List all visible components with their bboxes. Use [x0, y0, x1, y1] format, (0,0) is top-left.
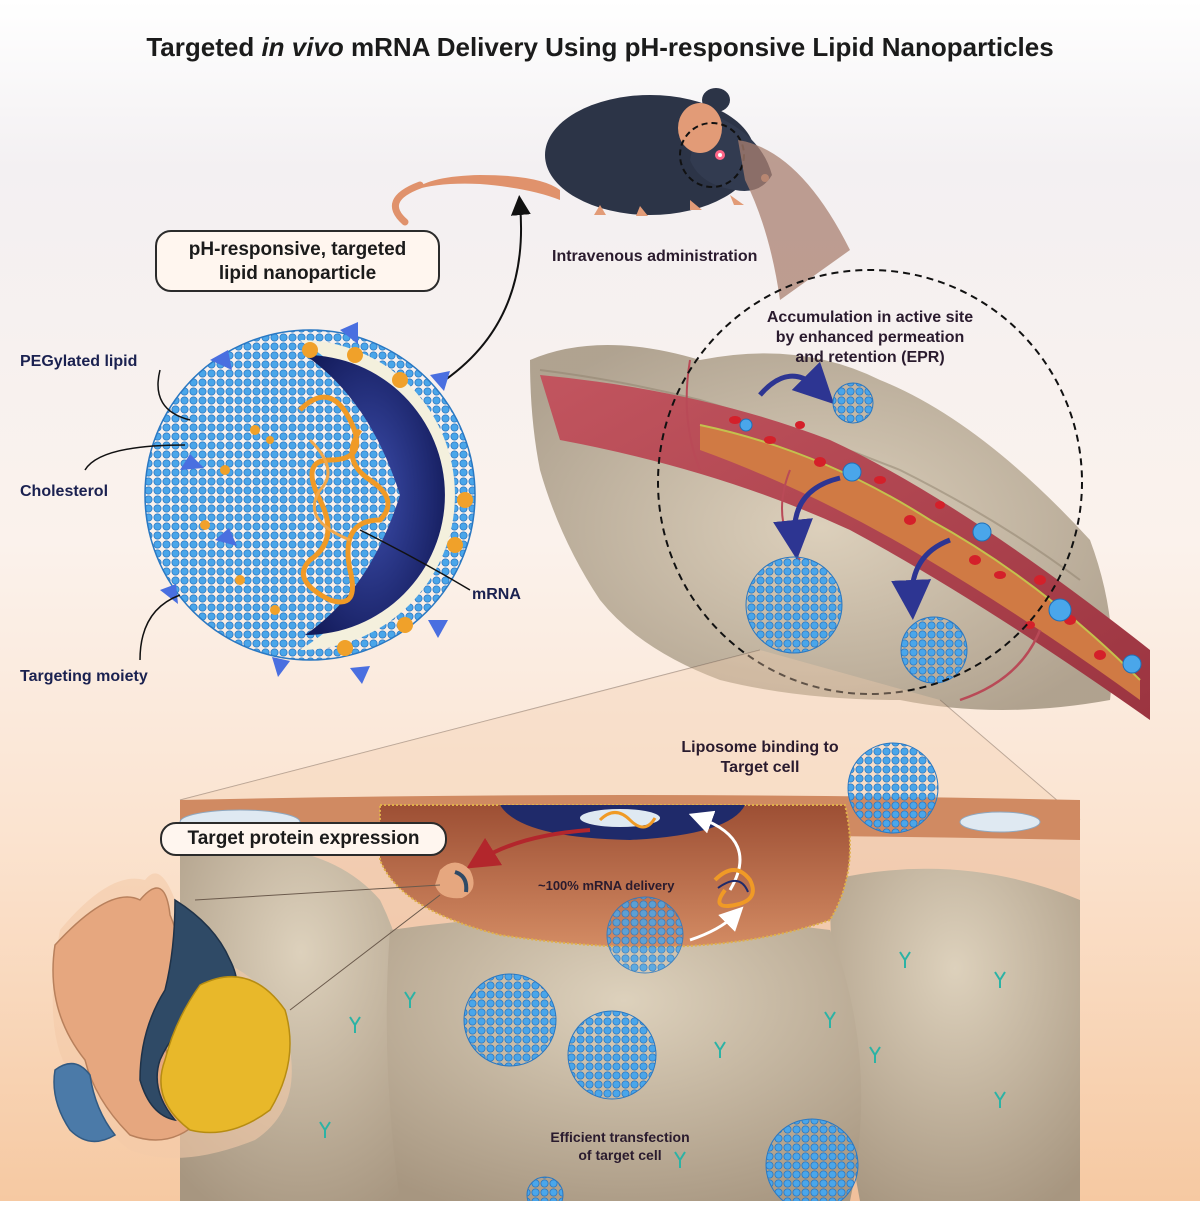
- binding-line-2: Target cell: [720, 759, 800, 776]
- leader-lines: [84, 369, 471, 661]
- zoom-funnel: [738, 140, 850, 300]
- protein-expression-text: Target protein expression: [187, 828, 420, 849]
- transfection-line-2: of target cell: [578, 1147, 662, 1163]
- epr-line-3: and retention (EPR): [795, 349, 945, 366]
- transfection-label: Efficient transfection of target cell: [520, 1128, 720, 1164]
- title-italic: in vivo: [261, 32, 344, 62]
- binding-label: Liposome binding to Target cell: [660, 738, 860, 778]
- mouse: [391, 88, 772, 226]
- mrna-label: mRNA: [472, 586, 521, 603]
- cholesterol-label: Cholesterol: [20, 483, 109, 500]
- protein-zoom-lines: [194, 884, 441, 1011]
- binding-line-1: Liposome binding to: [681, 739, 839, 756]
- tissue-vessel-zone: [530, 345, 1150, 720]
- protein-expression-callout: Target protein expression: [160, 822, 447, 856]
- epr-line-1: Accumulation in active site: [766, 309, 974, 326]
- mrna-delivery-label: ~100% mRNA delivery: [538, 878, 675, 893]
- epr-line-2: by enhanced permeation: [775, 329, 965, 346]
- title-part-1: Targeted: [146, 32, 262, 62]
- nanoparticle-callout-line-2: lipid nanoparticle: [218, 263, 377, 284]
- target-protein: [52, 873, 292, 1158]
- pegylated-lipid-label: PEGylated lipid: [20, 353, 138, 370]
- epr-label: Accumulation in active site by enhanced …: [740, 308, 1000, 368]
- epr-zoom-circle: [657, 269, 1083, 695]
- page-title: Targeted in vivo mRNA Delivery Using pH-…: [0, 32, 1200, 63]
- administration-arrow: [444, 195, 531, 381]
- targeting-moiety-label: Targeting moiety: [20, 668, 148, 685]
- lipid-nanoparticle: [144, 322, 476, 684]
- transfection-line-1: Efficient transfection: [550, 1129, 690, 1145]
- title-part-2: mRNA Delivery Using pH-responsive Lipid …: [343, 32, 1054, 62]
- nanoparticle-callout: pH-responsive, targeted lipid nanopartic…: [155, 230, 440, 292]
- intravenous-label: Intravenous administration: [552, 248, 758, 265]
- nanoparticle-callout-line-1: pH-responsive, targeted: [188, 239, 407, 260]
